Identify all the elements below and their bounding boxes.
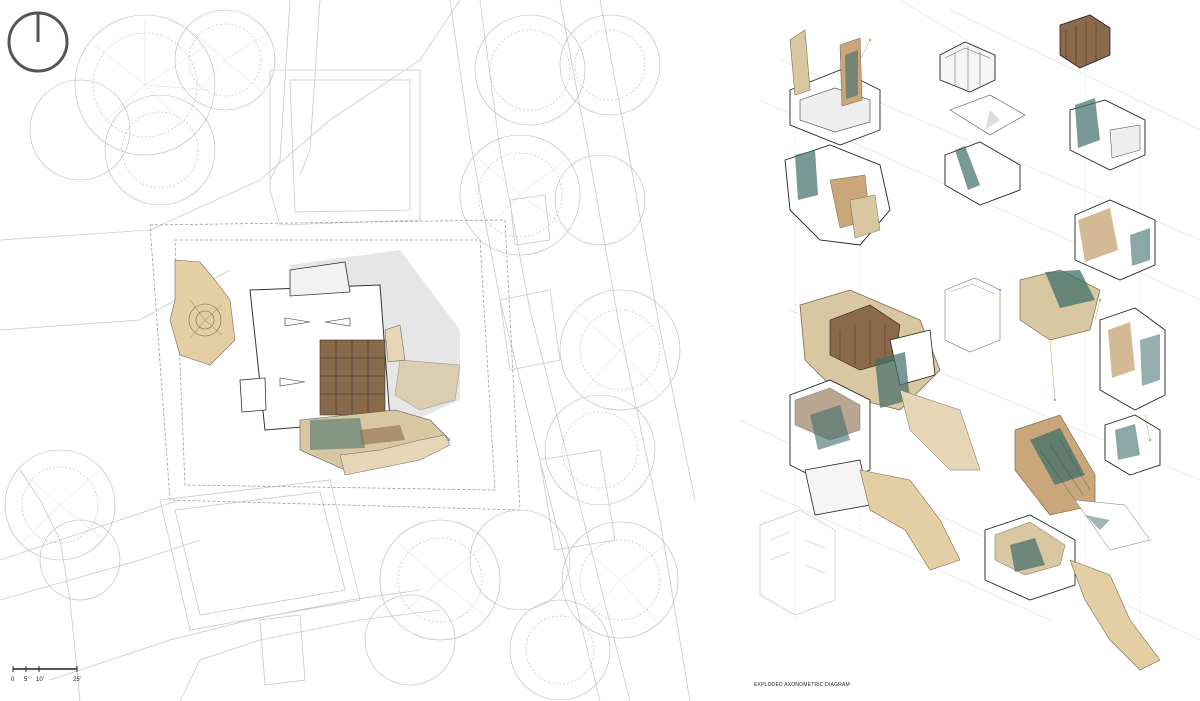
site-plan: 0 5' 10' 25' — [0, 0, 696, 701]
diagram-caption: EXPLODED AXONOMETRIC DIAGRAM — [754, 682, 850, 688]
axon-component — [1019, 269, 1101, 341]
tree-symbol — [554, 154, 646, 246]
scale-tick-label: 25' — [73, 677, 81, 683]
patina-panel — [310, 418, 365, 450]
tree-symbol — [29, 79, 131, 181]
annotation-leaders — [859, 38, 1152, 442]
axon-component — [939, 41, 1026, 206]
site-trees — [4, 9, 681, 701]
tree-symbol — [459, 134, 581, 256]
scale-tick-label: 0 — [11, 677, 15, 683]
wood-grid-roof — [319, 339, 386, 416]
scale-tick-label: 5' — [24, 677, 28, 683]
building-plan — [169, 250, 461, 476]
tree-symbol — [559, 289, 681, 411]
stone-walk — [339, 434, 451, 476]
axon-component — [944, 277, 1001, 353]
axon-component — [1074, 199, 1156, 281]
axon-component — [984, 514, 1161, 671]
tree-symbol — [559, 14, 661, 116]
axon-component — [789, 379, 961, 571]
axon-component — [799, 289, 981, 471]
tree-symbol — [469, 509, 571, 611]
tree-symbol — [561, 521, 679, 639]
tree-symbol — [474, 14, 586, 126]
tree-symbol — [509, 599, 611, 701]
axon-component — [1059, 14, 1146, 171]
tree-symbol — [544, 394, 656, 506]
axon-component — [789, 29, 881, 146]
axon-component — [1104, 414, 1161, 476]
tree-symbol — [39, 519, 121, 601]
tree-symbol — [364, 594, 456, 686]
north-arrow-icon — [7, 11, 69, 73]
axon-component — [1099, 307, 1166, 411]
axonometric-diagram: EXPLODED AXONOMETRIC DIAGRAM — [739, 0, 1200, 688]
scale-tick-label: 10' — [36, 677, 44, 683]
tree-symbol — [379, 519, 501, 641]
scale-bar: 0 5' 10' 25' — [11, 666, 81, 683]
tree-symbol — [4, 449, 116, 561]
axon-component — [759, 509, 836, 616]
axon-component — [1014, 414, 1151, 551]
tree-symbol — [104, 94, 216, 206]
tree-symbol — [174, 9, 276, 111]
axon-component — [784, 144, 891, 246]
spiral-stair — [169, 259, 236, 366]
